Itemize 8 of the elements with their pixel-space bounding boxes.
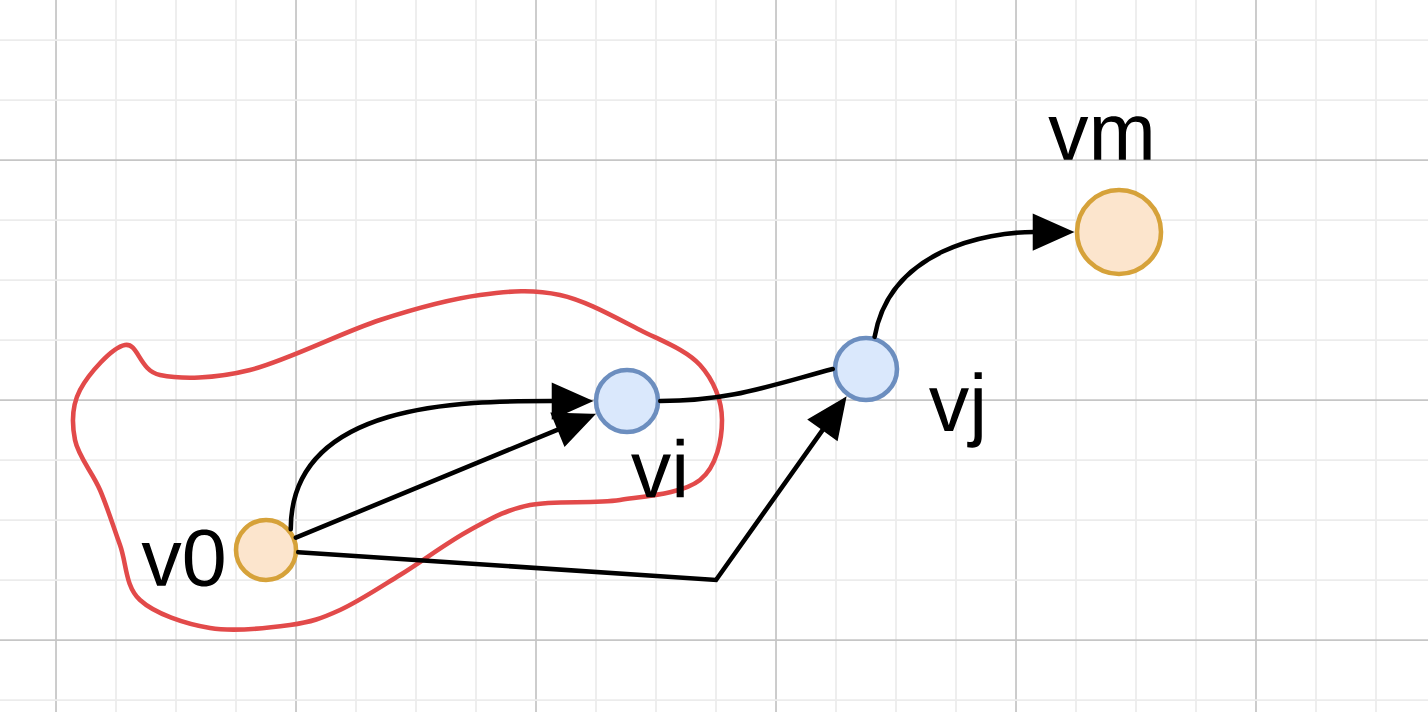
node-label: vi — [631, 438, 684, 498]
node-label: vj — [929, 372, 982, 448]
node-label: v0 — [141, 529, 224, 587]
node-circle — [593, 367, 661, 435]
node-circle — [832, 335, 900, 403]
node-label: vm — [1048, 116, 1151, 160]
node-circle — [1074, 187, 1164, 277]
node-circle — [233, 517, 299, 583]
